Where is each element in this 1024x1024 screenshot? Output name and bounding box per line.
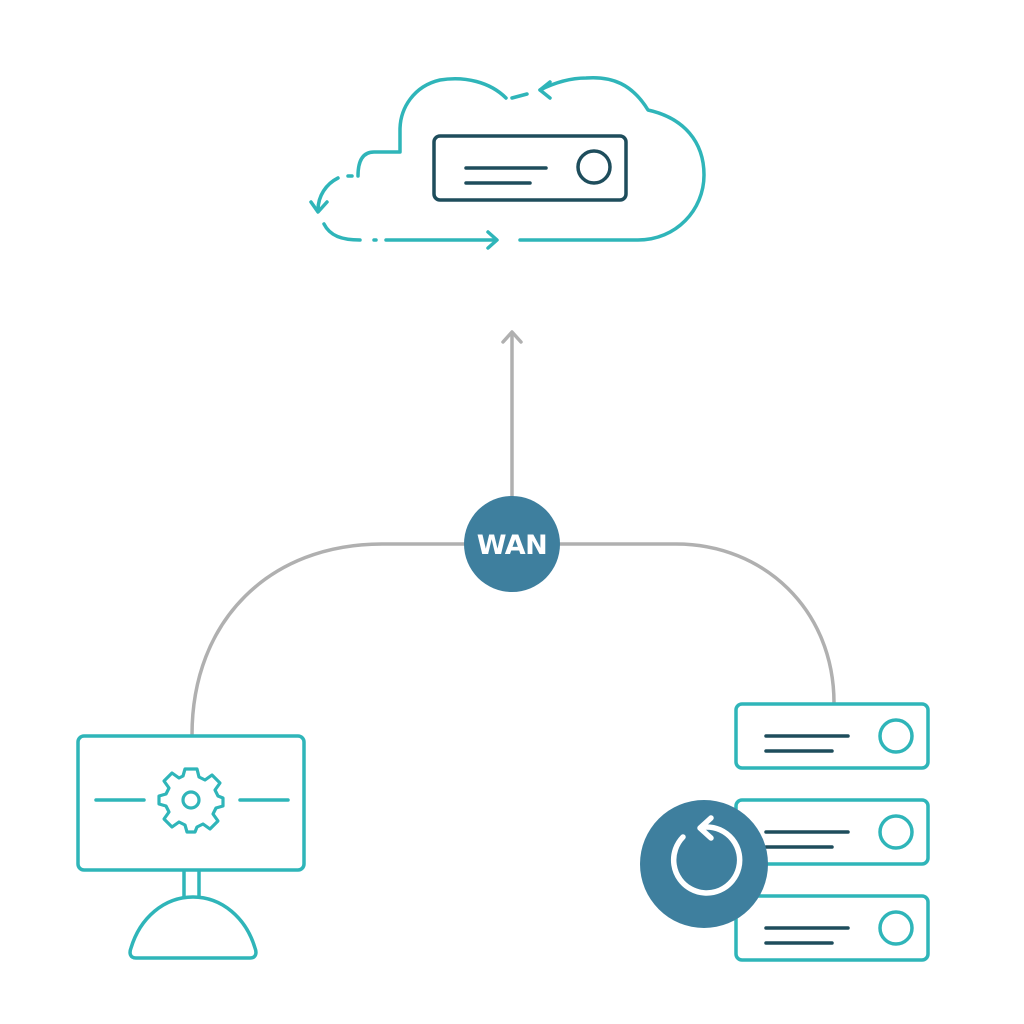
refresh-circle — [640, 800, 768, 928]
cloud-icon — [309, 75, 706, 250]
cloud-arrowhead-left — [309, 200, 329, 214]
cloud-bottom-curve — [322, 222, 362, 242]
server-unit-icon — [432, 134, 628, 202]
cloud-outline — [518, 75, 706, 242]
connector-lines — [190, 542, 836, 737]
wan-node-circle — [464, 496, 560, 592]
cloud-arrowhead-top — [538, 80, 552, 100]
monitor-base — [128, 895, 258, 960]
cloud-arc-left — [316, 176, 340, 212]
server-unit-1 — [734, 702, 930, 770]
cloud-outline-dash — [510, 92, 529, 100]
server-rack-icon[interactable] — [640, 702, 930, 962]
cloud-outline-left — [356, 77, 508, 178]
arrow-up-icon — [501, 330, 523, 500]
connector-right — [556, 542, 836, 705]
server-unit-3 — [734, 894, 930, 962]
refresh-arrowhead — [697, 815, 714, 841]
gear-icon — [157, 767, 225, 834]
monitor-icon[interactable] — [76, 734, 306, 960]
refresh-arc — [670, 824, 743, 896]
wan-node[interactable]: WAN — [464, 496, 560, 592]
wan-label: WAN — [477, 530, 548, 561]
refresh-icon[interactable] — [640, 800, 768, 928]
monitor-screen — [76, 734, 306, 872]
connector-left — [190, 542, 468, 737]
cloud-arrowhead-bottom — [486, 230, 499, 250]
